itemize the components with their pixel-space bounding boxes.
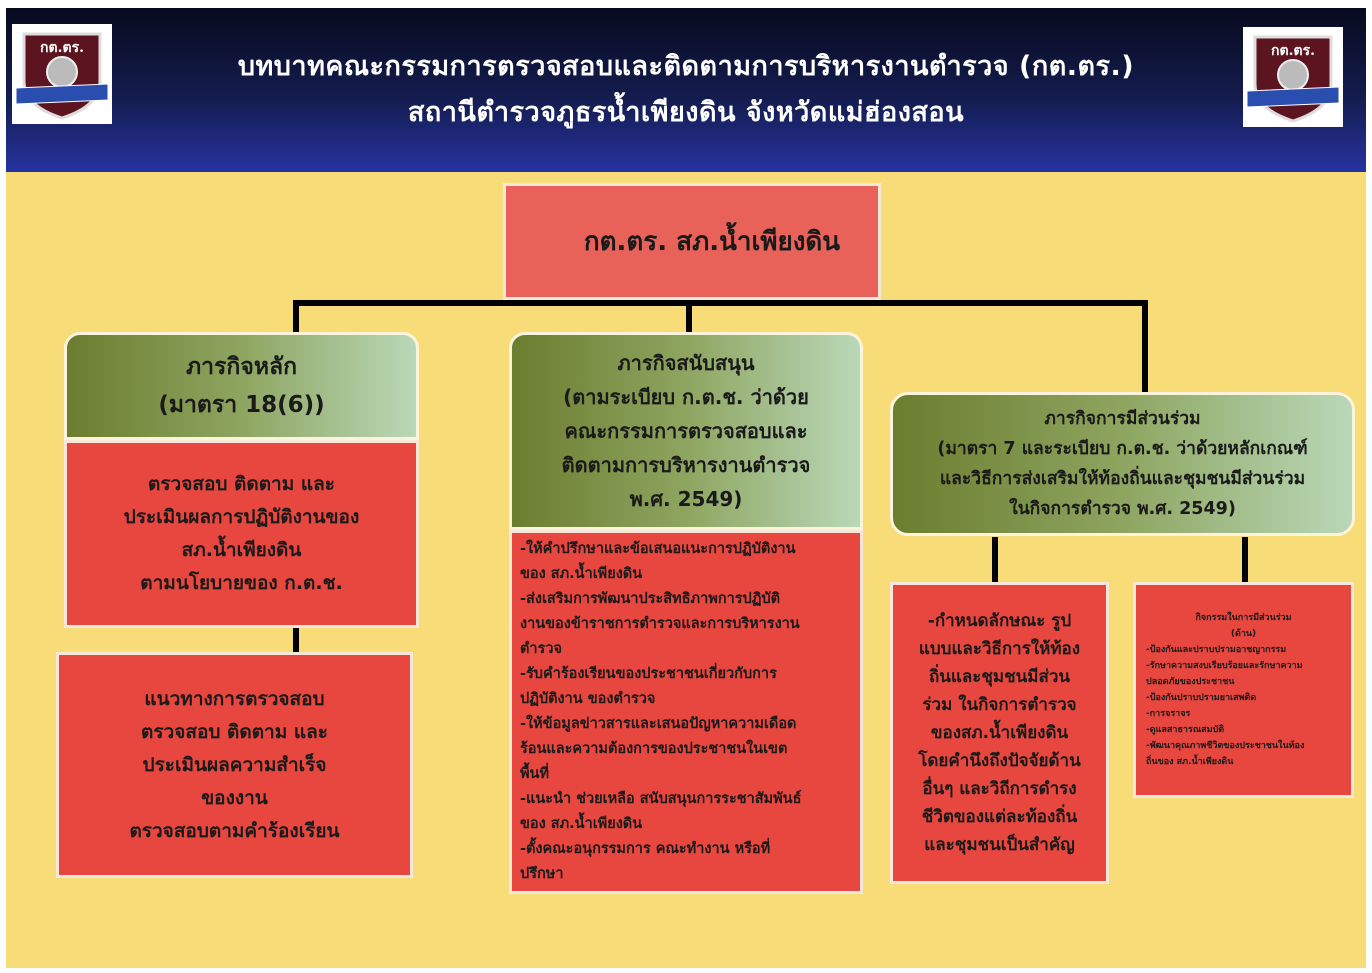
body-line: ของ สภ.น้ำเพียงดิน [520,816,643,832]
body-line: -แนะนำ ช่วยเหลือ สนับสนุนการระชาสัมพันธ์ [520,791,802,807]
heading-line: พ.ศ. 2549) [629,487,743,511]
branch-support-heading: ภารกิจสนับสนุน (ตามระเบียบ ก.ต.ช. ว่าด้ว… [509,332,863,530]
activity-line: -ป้องกันปราบปรามยาเสพติด [1146,693,1257,703]
activity-line: -ป้องกันและปราบปรามอาชญากรรม [1146,645,1287,655]
activity-line: -พัฒนาคุณภาพชีวิตของประชาชนในท้อง [1146,741,1305,751]
logo-left: กต.ตร. [12,24,112,124]
body-line: และชุมชนเป็นสำคัญ [924,835,1075,855]
heading-line: คณะกรรมการตรวจสอบและ [564,419,808,443]
body-line: แบบและวิธีการให้ท้อง [918,639,1081,659]
body-line: ร่วม ในกิจการตำรวจ [922,695,1077,715]
connector-right-b [1242,537,1248,582]
branch-support-body: -ให้คำปรึกษาและข้อเสนอแนะการปฏิบัติงาน ข… [509,530,863,894]
body-line: โดยคำนึงถึงปัจจัยด้าน [918,751,1081,771]
body-line: -ให้คำปรึกษาและข้อเสนอแนะการปฏิบัติงาน [520,541,796,557]
branch-main-body: ตรวจสอบ ติดตาม และ ประเมินผลการปฏิบัติงา… [64,440,419,628]
body-line: ของสภ.น้ำเพียงดิน [930,723,1069,743]
heading-line: ในกิจการตำรวจ พ.ศ. 2549) [1009,499,1236,519]
branch-main-sub: แนวทางการตรวจสอบ ตรวจสอบ ติดตาม และ ประเ… [56,652,413,878]
root-node-label: กต.ตร. สภ.น้ำเพียงดิน [583,227,841,257]
svg-text:กต.ตร.: กต.ตร. [1271,43,1315,59]
body-line: ถิ่นและชุมชนมีส่วน [928,667,1071,687]
body-line: ปรึกษา [520,866,564,882]
sub-line: ประเมินผลความสำเร็จ [142,753,327,776]
activity-line: ปลอดภัยของประชาชน [1146,677,1235,687]
body-line: -รับคำร้องเรียนของประชาชนเกี่ยวกับการ [520,666,777,682]
body-line: งานของข้าราชการตำรวจและการบริหารงาน [520,616,800,632]
body-line: ของ สภ.น้ำเพียงดิน [520,566,643,582]
sub-line: ตรวจสอบ ติดตาม และ [141,720,328,743]
connector-left-sub [293,628,299,652]
activity-line: -การจราจร [1146,709,1191,719]
body-line: ตรวจสอบ ติดตาม และ [148,473,335,495]
heading-line: ติดตามการบริหารงานตำรวจ [561,453,811,477]
branch-participation-body: -กำหนดลักษณะ รูป แบบและวิธีการให้ท้อง ถิ… [890,582,1109,884]
root-node: กต.ตร. สภ.น้ำเพียงดิน [503,183,881,300]
branch-participation-activities: กิจกรรมในการมีส่วนร่วม (ด้าน) -ป้องกันแล… [1133,582,1354,798]
heading-line: ภารกิจการมีส่วนร่วม [1044,409,1201,429]
body-line: ร้อนและความต้องการของประชาชนในเขต [520,741,788,757]
body-line: อื่นๆ และวิถีการดำรง [922,779,1077,799]
connector-horizontal [293,300,1148,306]
body-line: พื้นที่ [520,766,550,782]
body-line: ตำรวจ [520,641,562,657]
sub-line: ตรวจสอบตามคำร้องเรียน [129,819,340,842]
body-line: ประเมินผลการปฏิบัติงานของ [123,506,360,528]
page-title-line1: บทบาทคณะกรรมการตรวจสอบและติดตามการบริหาร… [237,51,1135,82]
heading-line: ภารกิจสนับสนุน [617,351,755,375]
page-title-line2: สถานีตำรวจภูธรน้ำเพียงดิน จังหวัดแม่ฮ่อง… [407,97,965,128]
heading-line: (มาตรา 7 และระเบียบ ก.ต.ช. ว่าด้วยหลักเก… [937,439,1308,459]
heading-line: และวิธีการส่งเสริมให้ท้องถิ่นและชุมชนมีส… [939,469,1306,489]
header-banner [6,8,1366,172]
body-line: ชีวิตของแต่ละท้องถิ่น [921,807,1078,827]
activities-subtitle: (ด้าน) [1230,629,1257,639]
logo-right: กต.ตร. [1243,27,1343,127]
heading-line: ภารกิจหลัก [185,354,297,380]
body-line: -ส่งเสริมการพัฒนาประสิทธิภาพการปฏิบัติ [520,591,781,607]
body-line: สภ.น้ำเพียงดิน [181,539,302,561]
branch-participation-heading: ภารกิจการมีส่วนร่วม (มาตรา 7 และระเบียบ … [890,392,1355,536]
shield-logo-icon: กต.ตร. [1246,35,1340,123]
body-line: ตามนโยบายของ ก.ต.ช. [140,572,343,594]
connector-center [686,298,692,332]
activity-line: ถิ่นของ สภ.น้ำเพียงดิน [1146,757,1234,767]
body-line: -ตั้งคณะอนุกรรมการ คณะทำงาน หรือที่ [520,841,771,857]
activity-line: -ดูแลสาธารณสมบัติ [1146,725,1225,735]
sub-line: แนวทางการตรวจสอบ [144,687,325,710]
connector-left [293,300,299,332]
connector-right-a [992,537,998,582]
shield-logo-icon: กต.ตร. [15,32,109,120]
body-line: -กำหนดลักษณะ รูป [927,611,1072,631]
heading-line: (มาตรา 18(6)) [158,392,325,418]
heading-line: (ตามระเบียบ ก.ต.ช. ว่าด้วย [563,385,809,409]
connector-right [1142,300,1148,392]
body-line: ปฏิบัติงาน ของตำรวจ [520,691,656,707]
svg-text:กต.ตร.: กต.ตร. [40,40,84,56]
activity-line: -รักษาความสงบเรียบร้อยและรักษาความ [1146,661,1303,671]
branch-main-heading: ภารกิจหลัก (มาตรา 18(6)) [64,332,419,440]
activities-title: กิจกรรมในการมีส่วนร่วม [1195,613,1292,623]
sub-line: ของงาน [201,786,268,809]
body-line: -ให้ข้อมูลข่าวสารและเสนอปัญหาความเดือด [520,716,797,732]
